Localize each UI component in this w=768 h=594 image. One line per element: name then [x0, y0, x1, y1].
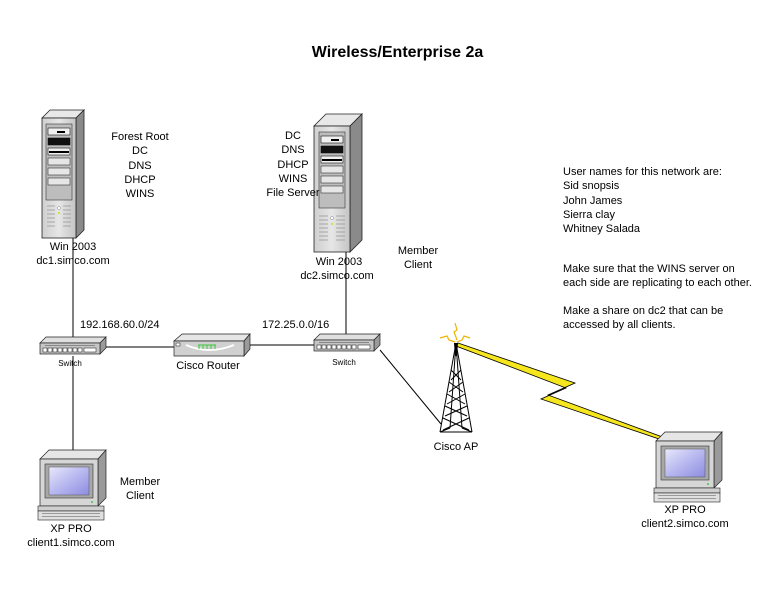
dc1-role: WINS: [125, 188, 155, 201]
client-label: Client: [125, 490, 155, 502]
dc1-role: DHCP: [124, 173, 156, 186]
user-name: John James: [563, 194, 623, 207]
client-label: Client: [403, 259, 433, 271]
dc1-role: DNS: [128, 159, 152, 172]
dc1-role: DC: [132, 145, 148, 158]
left-subnet-label: 192.168.60.0/24: [80, 319, 160, 331]
router-label: Cisco Router: [176, 360, 240, 372]
dc1-role: Forest Root: [111, 131, 169, 143]
member-label: Member: [119, 476, 161, 488]
switch1-icon[interactable]: [39, 336, 107, 355]
link-switch2-ap: [379, 349, 442, 425]
dc2-os: Win 2003: [315, 256, 363, 268]
dc2-role: File Server: [266, 187, 320, 200]
dc2-roles: DC DNS DHCP WINS File Server: [262, 129, 324, 200]
dc1-hostname: dc1.simco.com: [36, 255, 110, 267]
user-name: Sid snopsis: [563, 180, 620, 193]
user-names-note: User names for this network are: Sid sno…: [563, 165, 722, 236]
signal-icon: [439, 322, 471, 343]
wins-note-line: each side are replicating to each other.: [563, 277, 752, 290]
share-note: Make a share on dc2 that can be accessed…: [563, 304, 723, 333]
dc2-role: WINS: [278, 172, 308, 185]
client2-hostname: client2.simco.com: [641, 518, 729, 530]
wins-note-line: Make sure that the WINS server on: [563, 263, 735, 275]
client1-os: XP PRO: [50, 523, 92, 535]
router-icon[interactable]: [173, 333, 251, 357]
client1-hostname: client1.simco.com: [27, 537, 115, 549]
client1-role: Member Client: [110, 475, 170, 503]
dc2-hostname: dc2.simco.com: [300, 270, 374, 282]
user-name: Whitney Salada: [563, 223, 641, 236]
users-heading: User names for this network are:: [563, 166, 722, 178]
access-point-icon[interactable]: [439, 322, 473, 433]
access-point-label: Cisco AP: [433, 441, 479, 453]
member-client-label: Member Client: [388, 244, 448, 272]
client2-os: XP PRO: [664, 504, 706, 516]
switch2-icon[interactable]: [313, 333, 381, 352]
right-subnet-label: 172.25.0.0/16: [262, 319, 330, 331]
wins-note: Make sure that the WINS server on each s…: [563, 262, 752, 291]
share-note-line: accessed by all clients.: [563, 319, 676, 332]
server-dc2-icon[interactable]: [313, 113, 363, 253]
dc2-role: DC: [285, 130, 301, 142]
dc2-role: DHCP: [277, 158, 309, 171]
switch2-label: Switch: [332, 358, 356, 367]
dc1-roles: Forest Root DC DNS DHCP WINS: [108, 130, 172, 201]
dc2-role: DNS: [281, 144, 305, 157]
client1-icon[interactable]: [37, 449, 107, 521]
wireless-bolt-icon: [455, 342, 669, 442]
wireless-link: [455, 342, 669, 442]
client2-icon[interactable]: [653, 431, 723, 503]
diagram-title: Wireless/Enterprise 2a: [311, 44, 484, 61]
share-note-line: Make a share on dc2 that can be: [563, 305, 724, 317]
dc1-os: Win 2003: [49, 241, 97, 253]
member-label: Member: [397, 245, 439, 257]
user-name: Sierra clay: [563, 208, 615, 221]
switch1-label: Switch: [58, 359, 82, 368]
links: [72, 238, 442, 455]
server-dc1-icon[interactable]: [41, 109, 85, 239]
